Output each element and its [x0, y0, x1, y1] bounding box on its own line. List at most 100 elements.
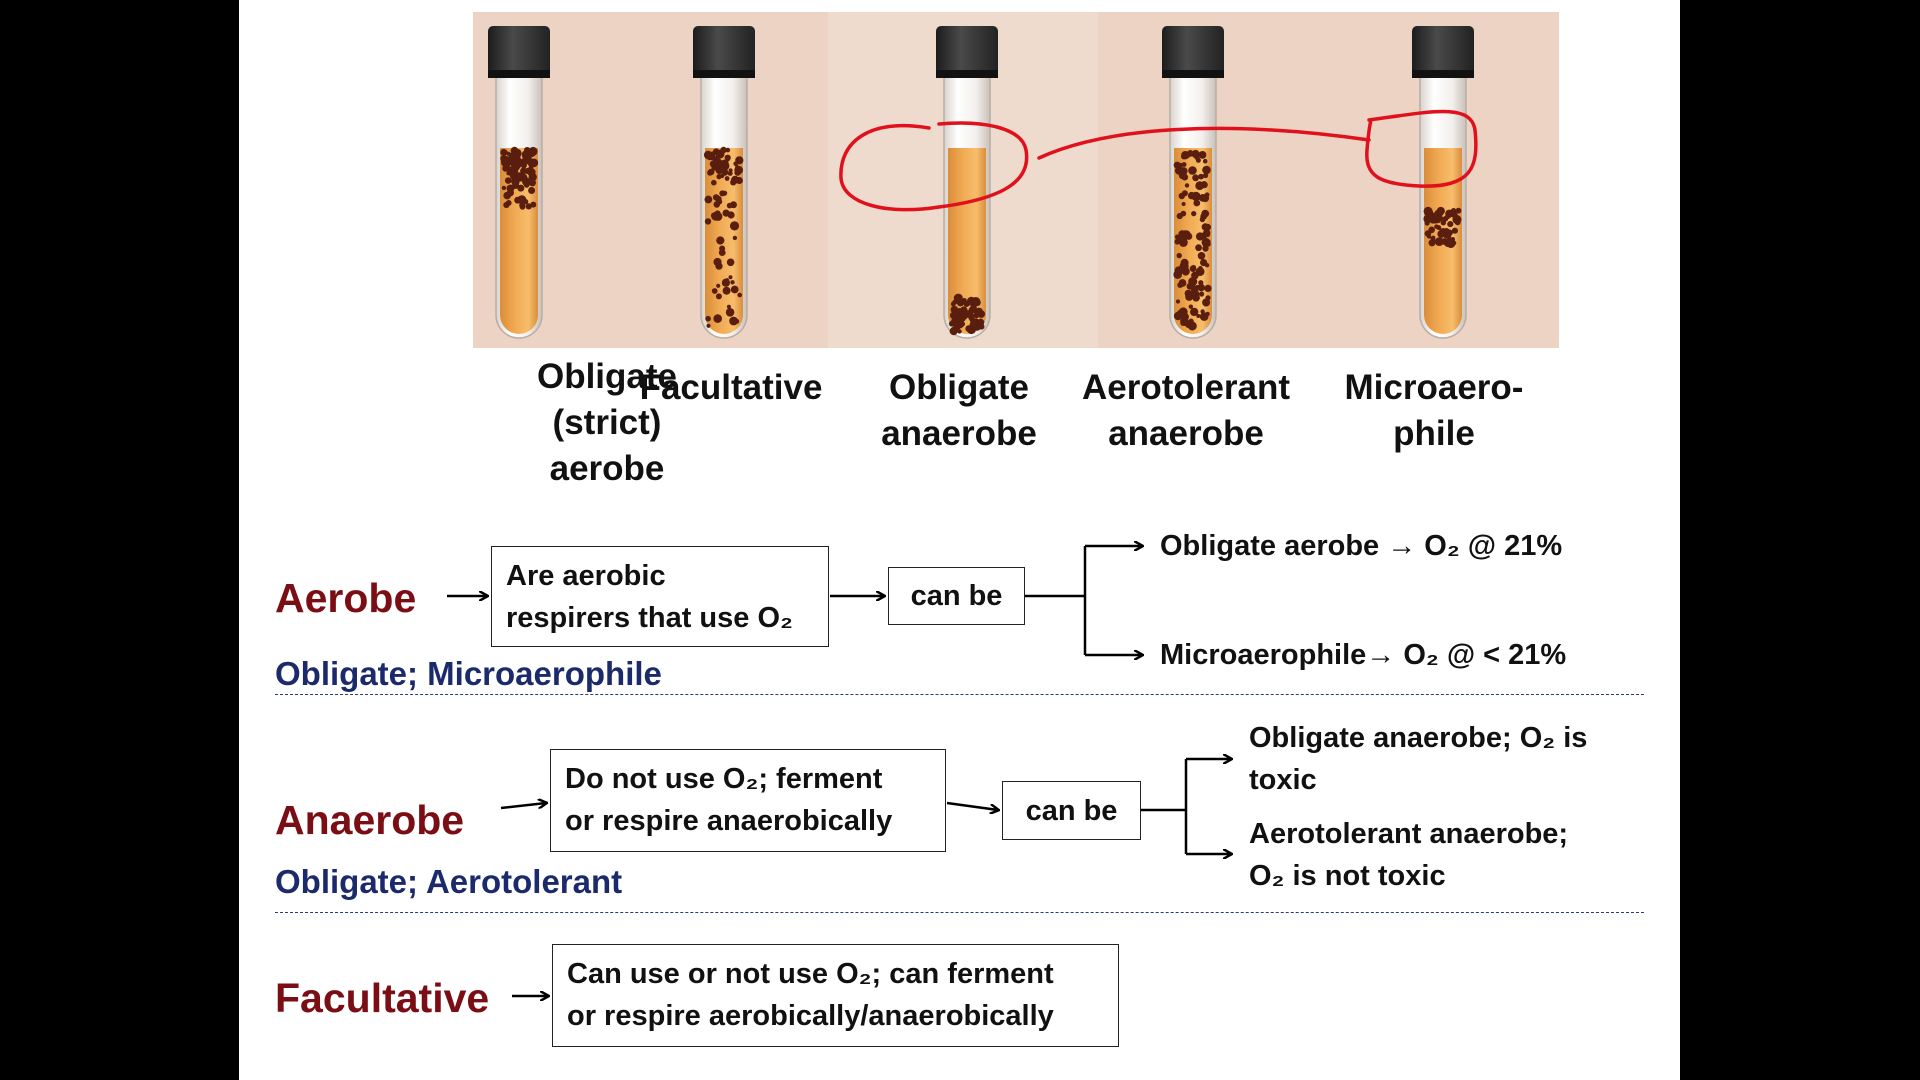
colony-dot [727, 170, 733, 176]
colony-dot [1184, 183, 1190, 188]
separator-line-1 [275, 694, 1644, 695]
facultative-definition-line-1: Can use or not use O₂; can ferment [567, 958, 1054, 990]
colony-dot [1196, 314, 1201, 318]
colony-dot [1455, 207, 1462, 214]
colony-dot [705, 315, 711, 322]
colony-dot [1198, 266, 1203, 271]
colony-dot [730, 285, 739, 294]
colony-dot [1434, 237, 1444, 247]
colony-dot [1198, 151, 1207, 159]
tube-cap-rim [1162, 70, 1224, 78]
tube-label-facultative: Facultative [639, 368, 823, 407]
colony-dot [706, 323, 711, 328]
colony-dot [502, 149, 508, 155]
facultative-definition-box: Can use or not use O₂; can ferment or re… [552, 944, 1119, 1047]
colony-dot [1173, 270, 1182, 279]
aerobe-outcome-microaerophile: Microaerophile→ O₂ @ < 21% [1160, 639, 1567, 671]
colony-dot [1199, 291, 1205, 297]
colony-dot [1176, 252, 1182, 259]
aerobe-outcome-obligate: Obligate aerobe → O₂ @ 21% [1160, 530, 1563, 562]
colony-dot [710, 213, 716, 218]
aerobe-term: Aerobe [275, 575, 417, 621]
colony-dot [726, 258, 735, 267]
colony-dot [522, 199, 529, 205]
colony-dot [724, 154, 731, 161]
colony-dot [509, 166, 519, 176]
colony-dot [519, 203, 526, 210]
colony-dot [1435, 215, 1441, 221]
colony-dot [971, 318, 980, 326]
aerobe-can-be-box: can be [888, 567, 1025, 625]
culture-tube-2 [693, 26, 755, 339]
separator-line-2 [275, 912, 1644, 913]
colony-dot [1192, 174, 1199, 182]
colony-dot [505, 166, 511, 172]
colony-dot [1202, 165, 1211, 175]
colony-dot [1205, 241, 1211, 247]
colony-dot [506, 171, 511, 176]
colony-dot [503, 201, 510, 209]
colony-dot [511, 148, 518, 155]
colony-dot [1426, 218, 1432, 223]
colony-dot [729, 221, 740, 231]
colony-dot [528, 187, 536, 194]
colony-dot [511, 162, 516, 167]
colony-dot [1177, 234, 1184, 241]
colony-dot [709, 151, 716, 158]
colony-dot [712, 159, 720, 168]
colony-dot [716, 236, 725, 245]
colony-dot [1178, 171, 1187, 180]
anaerobe-outcome-aerotolerant-line-1: Aerotolerant anaerobe; [1249, 818, 1569, 850]
colony-dot [1430, 236, 1436, 241]
culture-tube-5 [1412, 26, 1474, 339]
colony-dot [1205, 311, 1210, 317]
colony-dot [1450, 237, 1456, 242]
colony-dot [1193, 199, 1201, 207]
facultative-term: Facultative [275, 975, 490, 1021]
colony-dot [520, 162, 527, 169]
colony-dot [1434, 224, 1439, 229]
colony-dot [722, 286, 731, 295]
slide: Obligate(strict)aerobe Facultative Oblig… [239, 0, 1680, 1080]
colony-dot [966, 325, 976, 335]
colony-dot [1200, 259, 1208, 267]
tube-cap [1162, 26, 1224, 78]
colony-dot [1437, 207, 1444, 213]
colony-dot [956, 299, 965, 307]
colony-dot [718, 162, 724, 168]
anaerobe-outcome-obligate: Obligate anaerobe; O₂ is toxic [1249, 717, 1587, 801]
colony-dot [713, 212, 723, 221]
culture-tube-4 [1162, 26, 1224, 339]
colony-dot [1440, 220, 1447, 226]
annotation-circle-facultative [839, 121, 1029, 212]
anaerobe-term: Anaerobe [275, 797, 465, 843]
colony-dot [1205, 295, 1211, 301]
aerobe-definition-line-2: respirers that use O₂ [506, 602, 793, 634]
colony-dot [1187, 191, 1196, 200]
colony-dot [711, 179, 717, 186]
colony-dot [1178, 307, 1188, 317]
colony-dot [724, 176, 730, 181]
colony-dot [721, 191, 726, 196]
colony-dot [1198, 173, 1204, 180]
colony-dot [724, 278, 730, 283]
colony-dot [1178, 192, 1185, 200]
colony-dot [505, 157, 513, 165]
colony-dot [1202, 158, 1208, 164]
colony-dot [977, 310, 986, 318]
colony-dot [527, 158, 536, 167]
anaerobe-outcome-aerotolerant: Aerotolerant anaerobe; O₂ is not toxic [1249, 813, 1568, 897]
colony-dot [716, 174, 722, 180]
colony-dot [730, 179, 737, 186]
colony-dot [1203, 172, 1209, 179]
colony-dot [704, 218, 712, 225]
anaerobe-can-be-box: can be [1002, 781, 1141, 840]
colony-dot [716, 283, 721, 288]
anaerobe-definition-box: Do not use O₂; ferment or respire anaero… [550, 749, 946, 852]
colony-dot [713, 201, 721, 208]
tube-cap-rim [693, 70, 755, 78]
colony-dot [722, 209, 730, 217]
colony-dot [530, 201, 537, 208]
